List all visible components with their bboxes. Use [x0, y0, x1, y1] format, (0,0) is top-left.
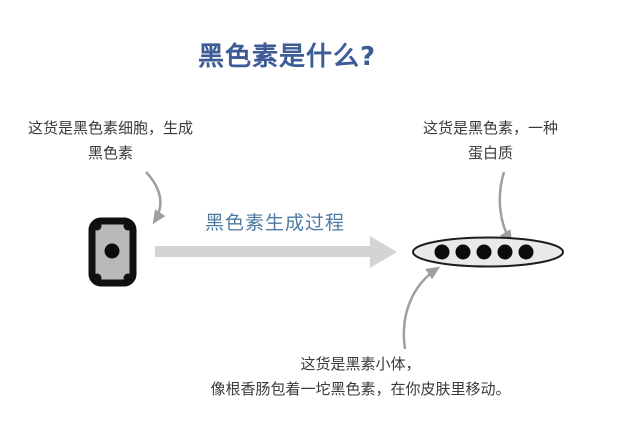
- melanocyte-caption-line2: 黑色素: [87, 144, 133, 162]
- melanosome-vesicle-icon: [412, 236, 564, 268]
- melanosome-caption-line2: 像根香肠包着一坨黑色素，在你皮肤里移动。: [210, 380, 511, 398]
- melanin-caption-line2: 蛋白质: [467, 144, 513, 162]
- cell-nucleus-dot: [104, 243, 120, 259]
- melanin-caption-line1: 这货是黑色素，一种: [422, 119, 558, 137]
- melanosome-caption: 这货是黑素小体， 像根香肠包着一坨黑色素，在你皮肤里移动。: [168, 352, 553, 402]
- melanocyte-caption: 这货是黑色素细胞，生成 黑色素: [8, 116, 213, 166]
- process-label: 黑色素生成过程: [204, 212, 345, 234]
- cell-corner-knob: [123, 273, 133, 283]
- cell-corner-knob: [92, 221, 102, 231]
- melanin-dot: [455, 244, 471, 260]
- cell-corner-knob: [92, 273, 102, 283]
- melanin-pointer-arrow-icon: [498, 171, 513, 245]
- process-arrow-icon: [155, 236, 397, 268]
- melanocyte-caption-line1: 这货是黑色素细胞，生成: [27, 119, 193, 137]
- melanin-dot: [434, 244, 450, 260]
- melanin-caption: 这货是黑色素，一种 蛋白质: [398, 116, 583, 166]
- melanin-dot: [518, 244, 534, 260]
- cell-corner-knob: [123, 221, 133, 231]
- page-title: 黑色素是什么?: [197, 42, 377, 72]
- melanin-dot: [497, 244, 513, 260]
- melanocyte-pointer-arrow-icon: [145, 171, 166, 225]
- melanin-dot: [476, 244, 492, 260]
- melanosome-pointer-arrow-icon: [402, 266, 441, 350]
- melanocyte-cell-icon: [88, 217, 137, 287]
- melanosome-caption-line1: 这货是黑素小体，: [300, 355, 421, 373]
